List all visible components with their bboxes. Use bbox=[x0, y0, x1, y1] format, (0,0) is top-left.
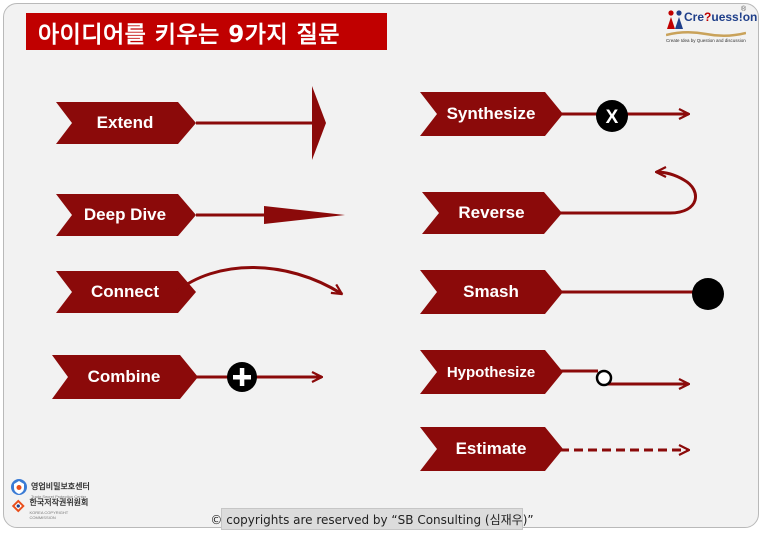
shield-logo-icon bbox=[11, 479, 27, 495]
tag-synthesize bbox=[420, 92, 563, 136]
badge-title: 한국저작권위원회 bbox=[29, 498, 89, 507]
connector-connect bbox=[175, 266, 342, 295]
connector-extend bbox=[196, 86, 326, 160]
tag-label-smash: Smash bbox=[463, 282, 519, 301]
tag-label-extend: Extend bbox=[96, 113, 154, 132]
tag-label-synthesize: Synthesize bbox=[446, 104, 536, 123]
commission-logo-icon bbox=[11, 499, 25, 513]
copyright-footer: © copyrights are reserved by “SB Consult… bbox=[210, 508, 534, 530]
tag-combine bbox=[52, 355, 198, 399]
brand-logo: Cre?uess!on ® Create Idea by Question an… bbox=[664, 6, 757, 48]
connector-hypothesize bbox=[560, 369, 689, 387]
hollow-node-icon bbox=[595, 369, 613, 387]
dot-icon bbox=[692, 278, 724, 310]
tag-smash bbox=[420, 270, 563, 314]
tag-connect bbox=[56, 271, 196, 313]
tag-hypothesize bbox=[420, 350, 563, 394]
tag-deep-dive bbox=[56, 194, 196, 236]
brand-swoosh-icon bbox=[666, 31, 746, 37]
connector-combine bbox=[196, 362, 322, 392]
tag-label-deep-dive: Deep Dive bbox=[83, 205, 167, 224]
connector-smash bbox=[560, 278, 724, 310]
badge-subtitle: Trade Secret Protection Center bbox=[31, 493, 87, 499]
slide-frame bbox=[3, 3, 759, 528]
connector-deep-dive bbox=[196, 206, 345, 224]
tag-label-estimate: Estimate bbox=[455, 439, 527, 458]
people-icon bbox=[667, 10, 683, 29]
tag-extend bbox=[56, 102, 196, 144]
trade-secret-badge: 영업비밀보호센터 Trade Secret Protection Center bbox=[10, 477, 90, 499]
brand-name: Cre?uess!on bbox=[684, 10, 758, 24]
tag-label-combine: Combine bbox=[87, 367, 161, 386]
tag-label-reverse: Reverse bbox=[458, 203, 525, 222]
tag-estimate bbox=[420, 427, 563, 471]
badge-subtitle: KOREA COPYRIGHT COMMISSION bbox=[29, 510, 69, 520]
x-symbol: X bbox=[606, 107, 619, 128]
copyright-text: © copyrights are reserved by “SB Consult… bbox=[210, 512, 534, 527]
tag-label-hypothesize: Hypothesize bbox=[446, 363, 536, 381]
badge-title: 영업비밀보호센터 bbox=[31, 481, 90, 491]
registered-mark: ® bbox=[741, 6, 747, 13]
brand-tagline: Create Idea by Question and discussion bbox=[666, 38, 746, 43]
tag-label-connect: Connect bbox=[91, 282, 159, 301]
x-icon bbox=[596, 100, 628, 132]
page-title-text: 아이디어를 키우는 9가지 질문 bbox=[38, 21, 340, 48]
page-title: 아이디어를 키우는 9가지 질문 bbox=[26, 13, 387, 50]
copyright-commission-badge: 한국저작권위원회 KOREA COPYRIGHT COMMISSION bbox=[10, 496, 90, 520]
connector-reverse bbox=[560, 172, 697, 215]
tag-reverse bbox=[422, 192, 562, 234]
connector-synthesize: X bbox=[560, 100, 689, 132]
